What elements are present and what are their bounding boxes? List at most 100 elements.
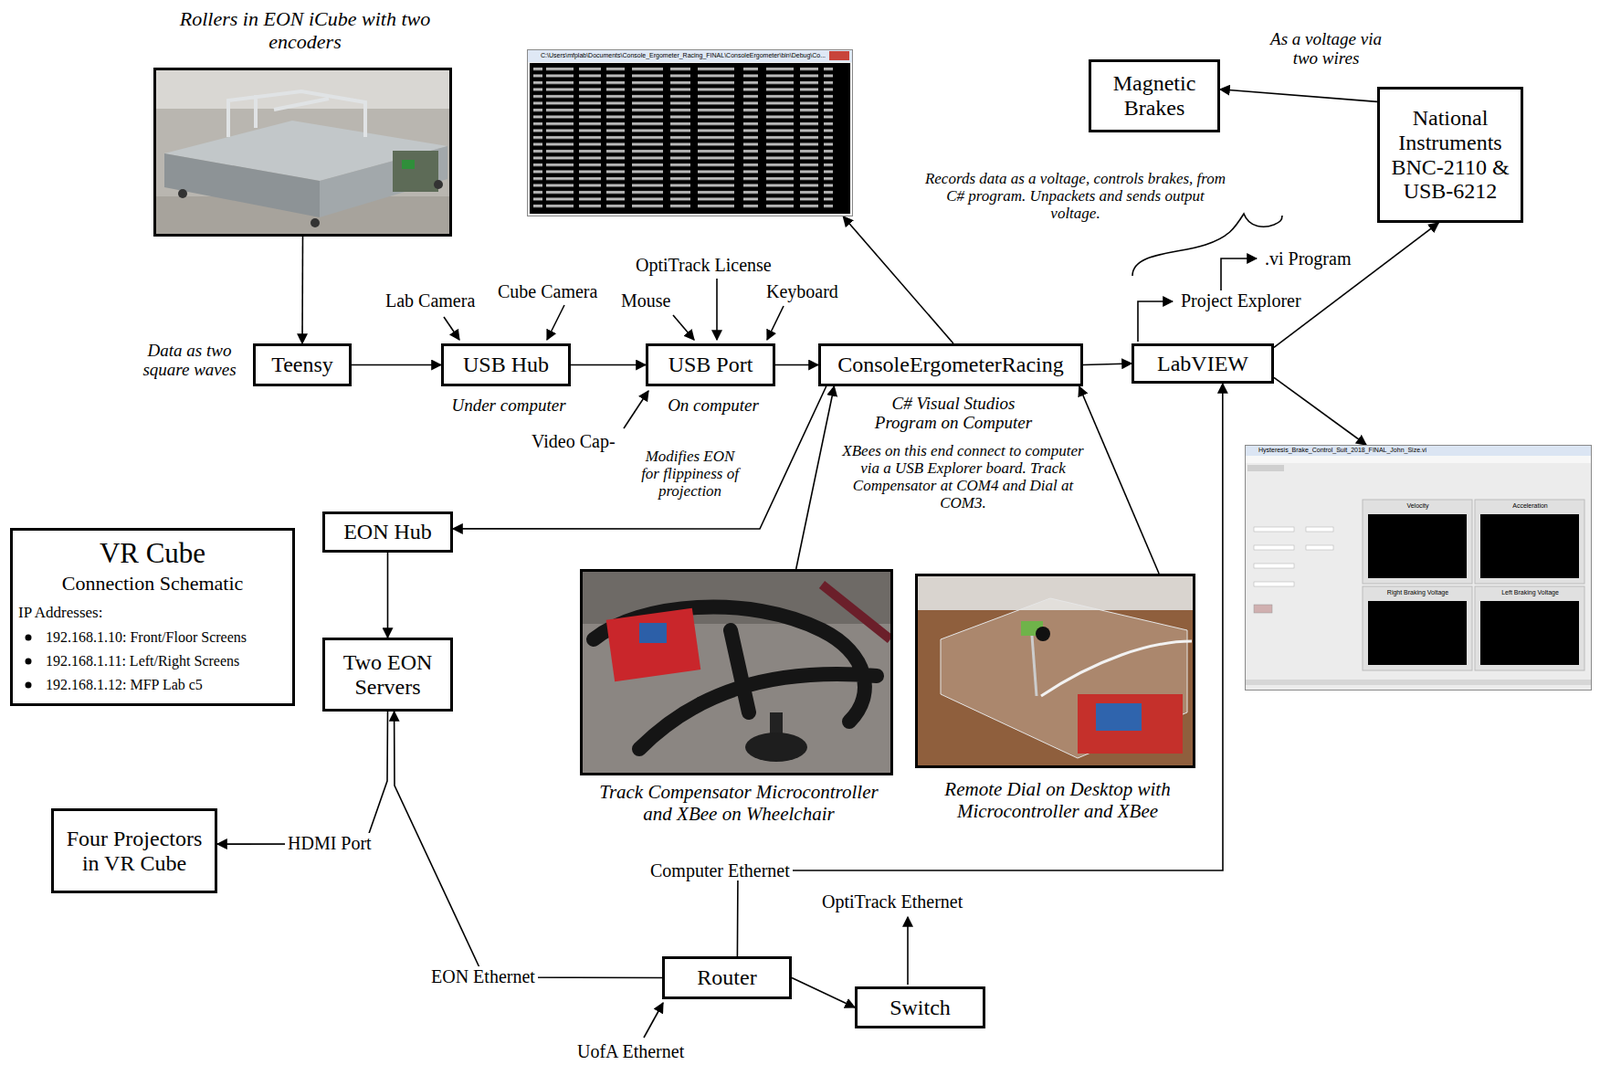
edge-label-holder: As a voltage via two wires bbox=[1262, 29, 1390, 69]
title-bar bbox=[1245, 445, 1591, 456]
input-field bbox=[1253, 563, 1295, 569]
annotation-holder: UofA Ethernet bbox=[574, 1041, 687, 1062]
node-label: 192.168.1.10: Front/Floor Screens bbox=[45, 629, 291, 646]
device-box: Magnetic Brakes bbox=[1088, 59, 1221, 133]
leader-arrow bbox=[906, 916, 909, 985]
microcontroller-board bbox=[606, 608, 702, 683]
node-label: Router bbox=[696, 965, 757, 990]
leader-arrow bbox=[673, 315, 695, 340]
device-box: National Instruments BNC-2110 & USB-6212 bbox=[1377, 86, 1524, 223]
bullet-dot bbox=[25, 658, 32, 665]
photo-ground bbox=[153, 67, 453, 237]
leader-arrow bbox=[623, 390, 649, 429]
connector bbox=[217, 711, 389, 844]
caption: Track Compensator Microcontroller and XB… bbox=[592, 781, 885, 825]
xbee-module bbox=[639, 622, 667, 643]
connector bbox=[791, 978, 855, 1009]
edge-label-holder: EON Ethernet bbox=[428, 966, 538, 987]
photo-ground bbox=[579, 568, 894, 776]
caster bbox=[178, 189, 188, 199]
edge-label-holder: Modifies EON for flippiness of projectio… bbox=[632, 447, 748, 500]
caption: Rollers in EON iCube with two encoders bbox=[158, 8, 452, 53]
leader-arrow bbox=[1221, 258, 1257, 291]
chart-frame bbox=[1474, 499, 1585, 584]
caption-holder: Remote Dial on Desktop with Microcontrol… bbox=[920, 778, 1195, 822]
connector bbox=[1273, 222, 1439, 348]
caption-holder: Track Compensator Microcontroller and XB… bbox=[592, 781, 885, 825]
annotation-holder: Lab Camera bbox=[382, 290, 478, 311]
chart-plot bbox=[1480, 514, 1579, 579]
node-label-holder: 192.168.1.12: MFP Lab c5 bbox=[45, 676, 291, 694]
node-label-holder: C:\Users\mfplab\Documents\Console_Ergome… bbox=[540, 52, 848, 60]
node-label: VR Cube bbox=[12, 537, 293, 570]
node-label: Right Braking Voltage bbox=[1369, 589, 1466, 597]
server-box: EON Hub bbox=[322, 511, 453, 553]
photo-frame: Track Compensator Microcontroller and XB… bbox=[579, 568, 894, 776]
connector bbox=[796, 386, 835, 569]
connector bbox=[351, 364, 442, 367]
roller-platform-front bbox=[164, 153, 320, 218]
annotation-holder: OptiTrack License bbox=[632, 254, 775, 275]
labview-window bbox=[1244, 444, 1592, 691]
edge-label: Modifies EON for flippiness of projectio… bbox=[632, 447, 748, 500]
circuit-board bbox=[401, 159, 415, 169]
caption-holder: C# Visual Studios Program on Computer bbox=[862, 393, 1045, 433]
bullet-dot bbox=[25, 682, 32, 689]
connector bbox=[775, 364, 819, 367]
connector bbox=[394, 711, 663, 979]
scroll-bar bbox=[1245, 679, 1591, 685]
program-box: LabVIEW bbox=[1131, 343, 1274, 384]
caption-holder: Under computer bbox=[425, 395, 592, 415]
chart-frame bbox=[1362, 586, 1473, 671]
leader-arrow bbox=[715, 278, 718, 340]
cable bbox=[1041, 641, 1192, 696]
connector bbox=[1083, 363, 1132, 366]
server-box: Two EON Servers bbox=[322, 637, 453, 712]
annotation: Lab Camera bbox=[382, 290, 478, 311]
stop-button bbox=[1253, 604, 1273, 613]
title-bar bbox=[527, 50, 853, 63]
menu-bar bbox=[1245, 455, 1591, 464]
caption: Remote Dial on Desktop with Microcontrol… bbox=[920, 778, 1195, 822]
node-label: EON Hub bbox=[343, 519, 432, 545]
annotation: OptiTrack Ethernet bbox=[819, 891, 966, 912]
connector bbox=[1220, 89, 1378, 103]
bullet-dot bbox=[25, 634, 32, 642]
console-screenshot: C:\Users\mfplab\Documents\Console_Ergome… bbox=[526, 49, 853, 217]
device-box: USB PortOn computer bbox=[645, 343, 776, 387]
annotation-holder: Records data as a voltage, controls brak… bbox=[917, 169, 1233, 222]
annotation: UofA Ethernet bbox=[574, 1041, 687, 1062]
window-frame bbox=[1244, 444, 1592, 691]
input-field bbox=[1253, 545, 1295, 550]
caption-holder: On computer bbox=[630, 395, 797, 415]
annotation: OptiTrack License bbox=[632, 254, 775, 275]
console-window bbox=[526, 49, 853, 217]
node-label-holder: Left Braking Voltage bbox=[1482, 589, 1579, 597]
node-label: Two EON Servers bbox=[330, 650, 445, 700]
connector bbox=[387, 552, 390, 638]
chart-plot bbox=[1368, 600, 1467, 665]
console-output bbox=[533, 65, 835, 211]
annotation: Video Cap- bbox=[528, 431, 619, 452]
knob bbox=[745, 732, 808, 762]
network-box: Switch bbox=[854, 986, 986, 1029]
caption: C# Visual Studios Program on Computer bbox=[862, 393, 1045, 433]
node-label: Switch bbox=[889, 995, 951, 1021]
annotation-holder: Cube Camera bbox=[494, 281, 600, 302]
node-label: Connection Schematic bbox=[12, 572, 293, 596]
node-label: USB Port bbox=[668, 352, 754, 378]
node-label-holder: IP Addresses: bbox=[18, 603, 284, 622]
close-button bbox=[829, 51, 850, 61]
node-label: LabVIEW bbox=[1157, 351, 1249, 377]
node-label-holder: 192.168.1.11: Left/Right Screens bbox=[45, 652, 291, 670]
program-box: ConsoleErgometerRacingC# Visual Studios … bbox=[818, 343, 1084, 387]
annotation: XBees on this end connect to computer vi… bbox=[832, 442, 1094, 512]
connector bbox=[736, 383, 1223, 957]
annotation-holder: OptiTrack Ethernet bbox=[819, 891, 966, 912]
connector bbox=[1273, 377, 1367, 445]
schematic-panel: VR CubeConnection Schematic IP Addresses:… bbox=[10, 527, 295, 706]
leader-arrow bbox=[767, 305, 784, 340]
node-label-holder: 192.168.1.10: Front/Floor Screens bbox=[45, 629, 291, 646]
node-label: Acceleration bbox=[1482, 502, 1579, 510]
annotation-holder: XBees on this end connect to computer vi… bbox=[832, 442, 1094, 512]
